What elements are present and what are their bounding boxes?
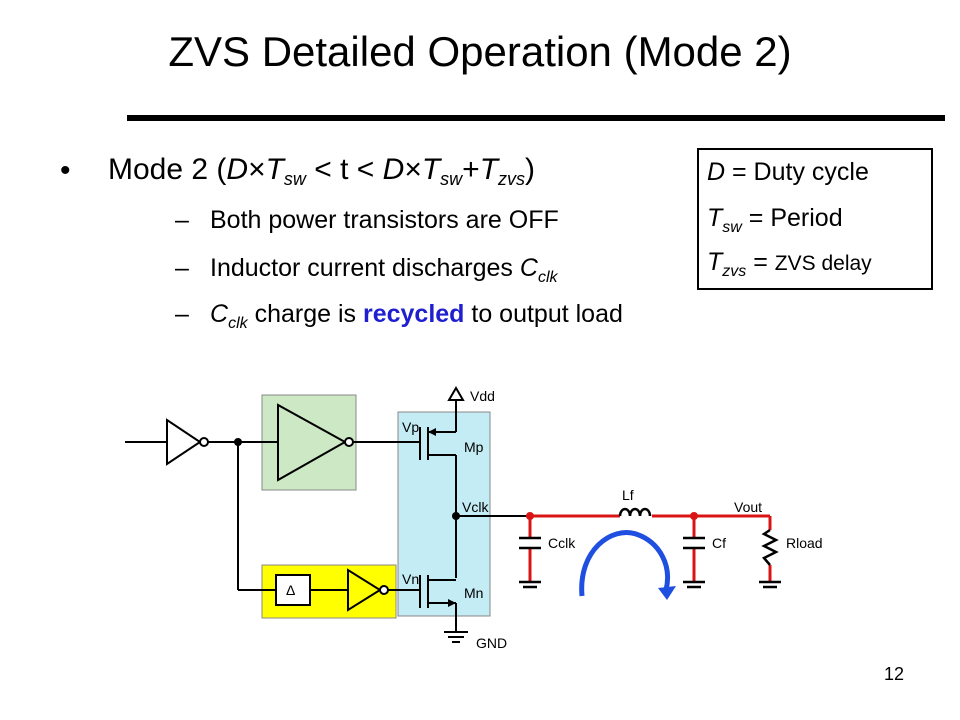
label-gnd: GND xyxy=(476,635,507,651)
label-vp: Vp xyxy=(402,419,419,435)
label-rload: Rload xyxy=(786,535,823,551)
bullet-mode2: Mode 2 (D×Tsw < t < D×Tsw+Tzvs) xyxy=(108,153,535,190)
dash-2: – xyxy=(175,254,189,282)
recycled-highlight: recycled xyxy=(362,300,465,328)
times-symbol-2: × xyxy=(404,153,422,186)
dash-3: – xyxy=(175,300,189,328)
def-tzvs-text: ZVS delay xyxy=(774,252,872,275)
vdd-symbol xyxy=(447,386,465,401)
def-tzvs-sub: zvs xyxy=(722,263,747,280)
clk-subscript-2: clk xyxy=(228,315,248,332)
t-symbol-2: T xyxy=(421,153,441,186)
sw-subscript: sw xyxy=(283,169,306,189)
def-tsw-symbol: T xyxy=(707,204,723,232)
cclk-symbol-2: C xyxy=(210,300,229,328)
label-cclk: Cclk xyxy=(548,535,576,551)
subbullet-1: Both power transistors are OFF xyxy=(210,206,559,234)
page-number: 12 xyxy=(884,664,905,684)
input-inverter xyxy=(166,418,202,466)
subbullet-2-text: Inductor current discharges xyxy=(210,254,520,282)
def-tzvs-symbol: T xyxy=(707,248,723,276)
subbullet-3-mid: charge is xyxy=(247,300,363,328)
plus-symbol: + xyxy=(462,153,480,186)
t-symbol-3: T xyxy=(479,153,499,186)
subbullet-2: Inductor current discharges Cclk xyxy=(210,254,558,287)
def-d-text: = Duty cycle xyxy=(725,158,869,186)
zvs-subscript: zvs xyxy=(498,169,526,189)
label-mn: Mn xyxy=(464,585,483,601)
d-symbol: D xyxy=(226,153,249,186)
close-paren: ) xyxy=(525,153,536,186)
def-tsw-sub: sw xyxy=(722,219,742,236)
dash-1: – xyxy=(175,206,189,234)
cyan-block xyxy=(397,411,491,617)
definitions-box: D = Duty cycle Tsw = Period Tzvs = ZVS d… xyxy=(697,148,933,290)
d-symbol-2: D xyxy=(382,153,405,186)
recycle-arrow xyxy=(579,530,670,597)
subbullet-3-end: to output load xyxy=(464,300,623,328)
rload-resistor xyxy=(761,528,779,566)
times-symbol: × xyxy=(248,153,266,186)
label-cf: Cf xyxy=(712,535,726,551)
delta-symbol: Δ xyxy=(286,582,295,598)
label-mp: Mp xyxy=(464,439,484,455)
bullet-marker: • xyxy=(60,154,71,187)
lt-text: < t < xyxy=(305,153,383,186)
label-vn: Vn xyxy=(402,571,419,587)
slide-title: ZVS Detailed Operation (Mode 2) xyxy=(168,28,792,75)
subbullet-3: Cclk charge is recycled to output load xyxy=(210,300,623,333)
def-period: Tsw = Period xyxy=(707,204,843,237)
inductor-lf xyxy=(618,507,652,517)
def-tsw-text: = Period xyxy=(741,204,843,232)
def-zvs: Tzvs = ZVS delay xyxy=(707,248,872,281)
label-vclk: Vclk xyxy=(462,499,489,515)
mode-label: Mode 2 ( xyxy=(108,153,227,186)
label-lf: Lf xyxy=(622,487,634,503)
label-vout: Vout xyxy=(734,499,762,515)
gate-driver-buffer xyxy=(277,403,348,482)
def-tzvs-eq: = xyxy=(746,248,775,276)
delay-block xyxy=(275,574,311,606)
label-vdd: Vdd xyxy=(470,388,495,404)
def-d-symbol: D xyxy=(707,158,726,186)
sw-subscript-2: sw xyxy=(440,169,463,189)
t-symbol: T xyxy=(265,153,284,186)
title-divider xyxy=(127,115,945,121)
def-duty: D = Duty cycle xyxy=(707,158,869,187)
cclk-symbol: C xyxy=(519,254,538,282)
clk-subscript: clk xyxy=(537,269,558,286)
lower-inverter xyxy=(347,568,382,612)
